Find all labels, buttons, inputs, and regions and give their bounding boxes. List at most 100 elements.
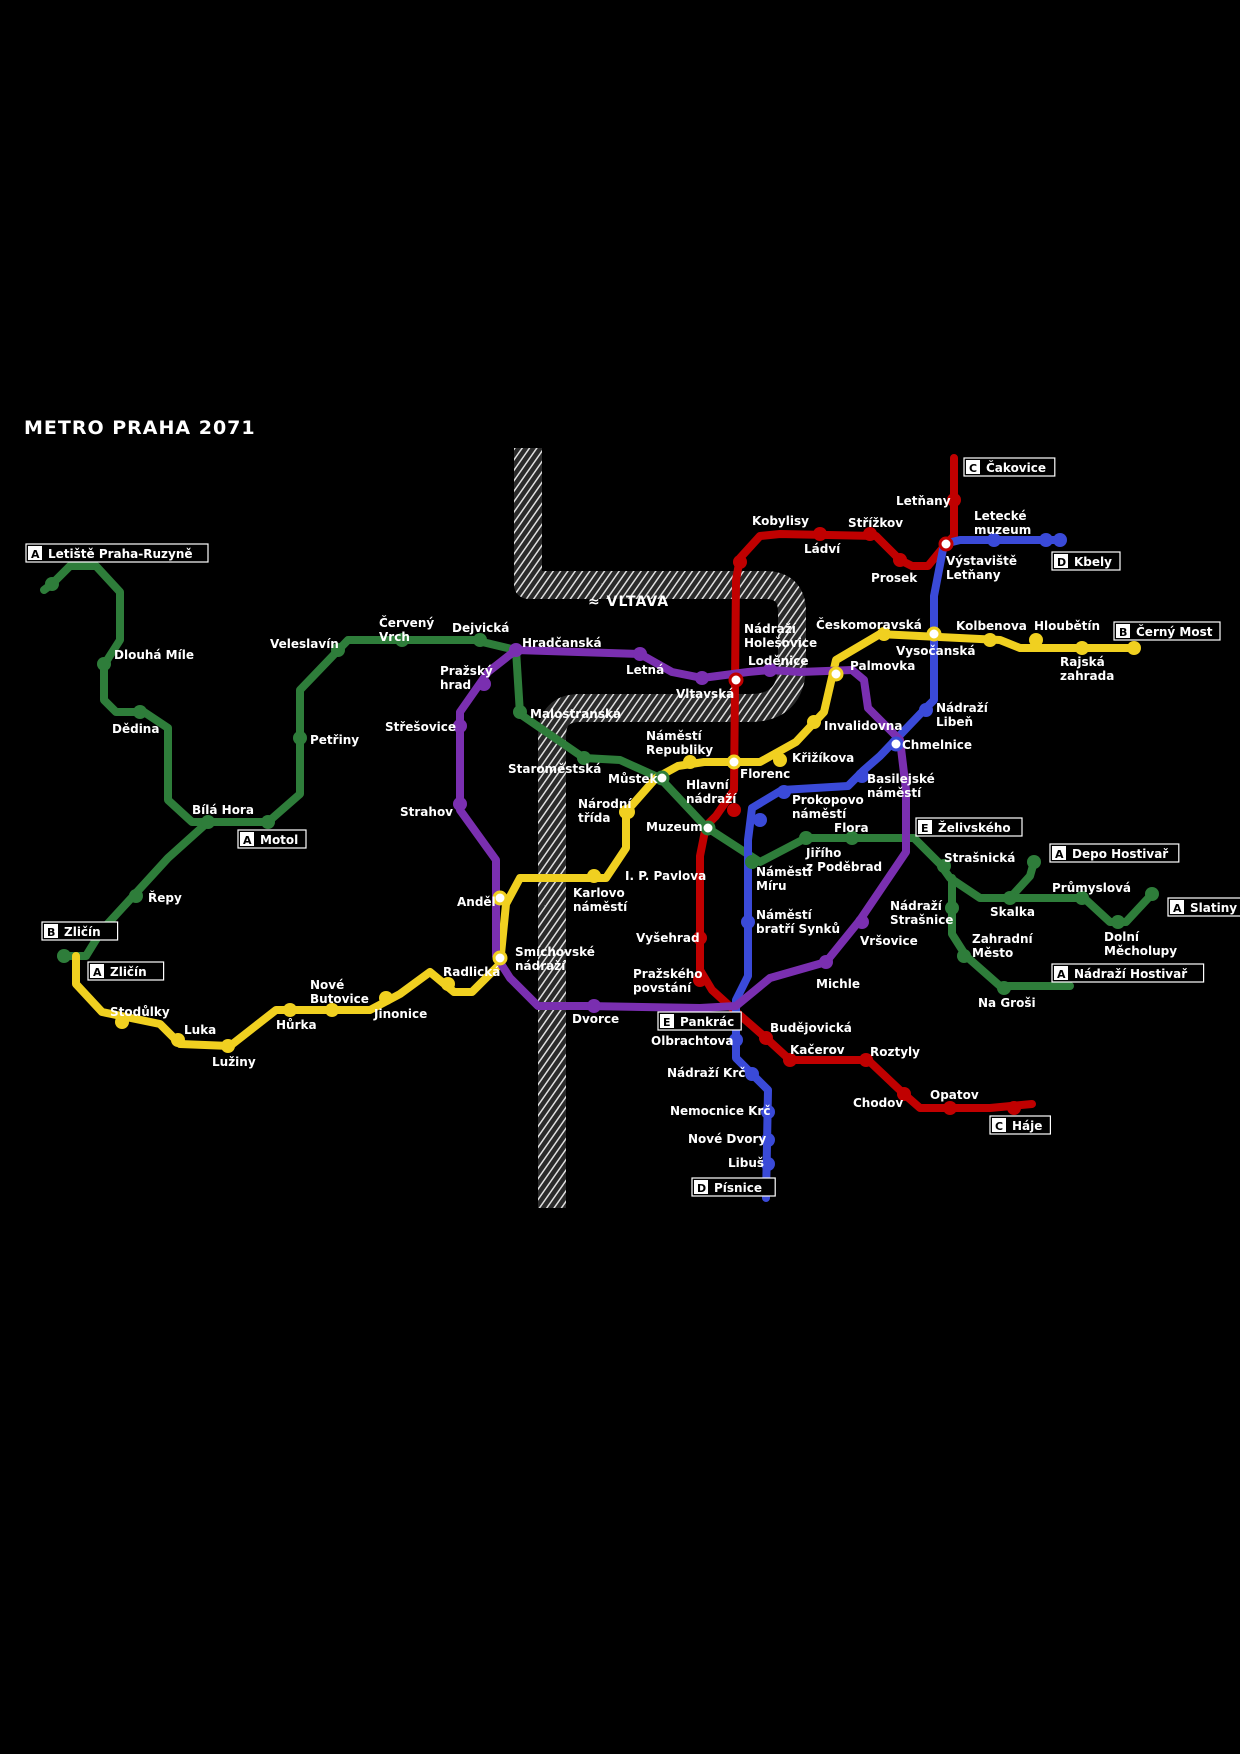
station-nove-dvory[interactable]: Nové Dvory [688, 1132, 766, 1146]
station-strahov[interactable]: Strahov [400, 805, 453, 819]
station-prosek[interactable]: Prosek [871, 571, 918, 585]
station-chodov[interactable]: Chodov [853, 1096, 903, 1110]
station-nadrazi-krc[interactable]: Nádraží Krč [667, 1066, 745, 1080]
station-strizkov[interactable]: Střížkov [848, 516, 903, 530]
station-hradcanska[interactable]: Hradčanská [522, 636, 602, 650]
station-vysehrad[interactable]: Vyšehrad [636, 931, 700, 945]
station-mustek[interactable]: Můstek [608, 772, 659, 786]
station-na-grosi[interactable]: Na Groši [978, 996, 1036, 1010]
station-vrsovice[interactable]: Vršovice [860, 934, 918, 948]
station-kolbenova[interactable]: Kolbenova [956, 619, 1027, 633]
station-stodulky[interactable]: Stodůlky [110, 1005, 170, 1019]
station-flora[interactable]: Flora [834, 821, 869, 835]
station-bila-hora[interactable]: Bílá Hora [192, 803, 254, 817]
station-roztyly[interactable]: Roztyly [870, 1045, 920, 1059]
station-opatov[interactable]: Opatov [930, 1088, 979, 1102]
line-badge [918, 820, 932, 834]
station-letnany[interactable]: Letňany [896, 494, 951, 508]
station-krizikova[interactable]: Křižíkova [792, 751, 854, 765]
station-staromestska[interactable]: Staroměstská [508, 762, 601, 776]
station-palmovka[interactable]: Palmovka [850, 659, 915, 673]
station-malostranska[interactable]: Malostranská [530, 707, 621, 721]
station-vltavska[interactable]: Vltavská [676, 687, 734, 701]
station-hloubetin[interactable]: Hloubětín [1034, 619, 1100, 633]
station-dot [331, 643, 345, 657]
station-luziny[interactable]: Lužiny [212, 1055, 256, 1069]
station-dedina[interactable]: Dědina [112, 722, 159, 736]
terminal-frame [25, 543, 209, 563]
station-repy[interactable]: Řepy [148, 890, 182, 905]
station-radlicka[interactable]: Radlická [443, 965, 500, 979]
station-libus[interactable]: Libuš [728, 1156, 764, 1170]
station-ip-pavlova[interactable]: I. P. Pavlova [625, 869, 706, 883]
station-budejovicka[interactable]: Budějovická [770, 1021, 852, 1035]
station-veleslavin[interactable]: Veleslavín [270, 637, 339, 651]
station-olbrachtova[interactable]: Olbrachtova [651, 1034, 733, 1048]
station-invalidovna[interactable]: Invalidovna [824, 719, 902, 733]
station-chmelnice[interactable]: Chmelnice [902, 738, 972, 752]
station-dot [727, 803, 741, 817]
station-lodenice[interactable]: Loděnice [748, 654, 809, 668]
station-jinonice[interactable]: Jinonice [373, 1007, 427, 1021]
station-stresovice[interactable]: Střešovice [385, 720, 456, 734]
station-kacerov[interactable]: Kačerov [790, 1043, 845, 1057]
station-ceskomoravska[interactable]: Českomoravská [816, 617, 922, 632]
station-florenc[interactable]: Florenc [740, 767, 790, 781]
station-michle[interactable]: Michle [816, 977, 860, 991]
station-hurka[interactable]: Hůrka [276, 1018, 317, 1032]
station-dot [761, 1105, 775, 1119]
station-letna[interactable]: Letná [626, 663, 664, 677]
station-prumyslova[interactable]: Průmyslová [1052, 881, 1131, 895]
station-ladvi[interactable]: Ládví [804, 542, 841, 556]
station-luka[interactable]: Luka [184, 1023, 216, 1037]
station-petriny[interactable]: Petřiny [310, 733, 359, 747]
station-dvorce[interactable]: Dvorce [572, 1012, 619, 1026]
station-kobylisy[interactable]: Kobylisy [752, 514, 809, 528]
station-dlouha-mile[interactable]: Dlouhá Míle [114, 648, 194, 662]
station-strasnicka[interactable]: Strašnická [944, 851, 1015, 865]
terminal-name: Nádraží Hostivař [1074, 967, 1187, 981]
station-muzeum[interactable]: Muzeum [646, 820, 703, 834]
station-dejvicka[interactable]: Dejvická [452, 621, 509, 635]
station-skalka[interactable]: Skalka [990, 905, 1035, 919]
station-andel[interactable]: Anděl [457, 895, 496, 909]
station-nemocnice-krc[interactable]: Nemocnice Krč [670, 1104, 770, 1118]
station-vysocanska[interactable]: Vysočanská [896, 644, 975, 658]
